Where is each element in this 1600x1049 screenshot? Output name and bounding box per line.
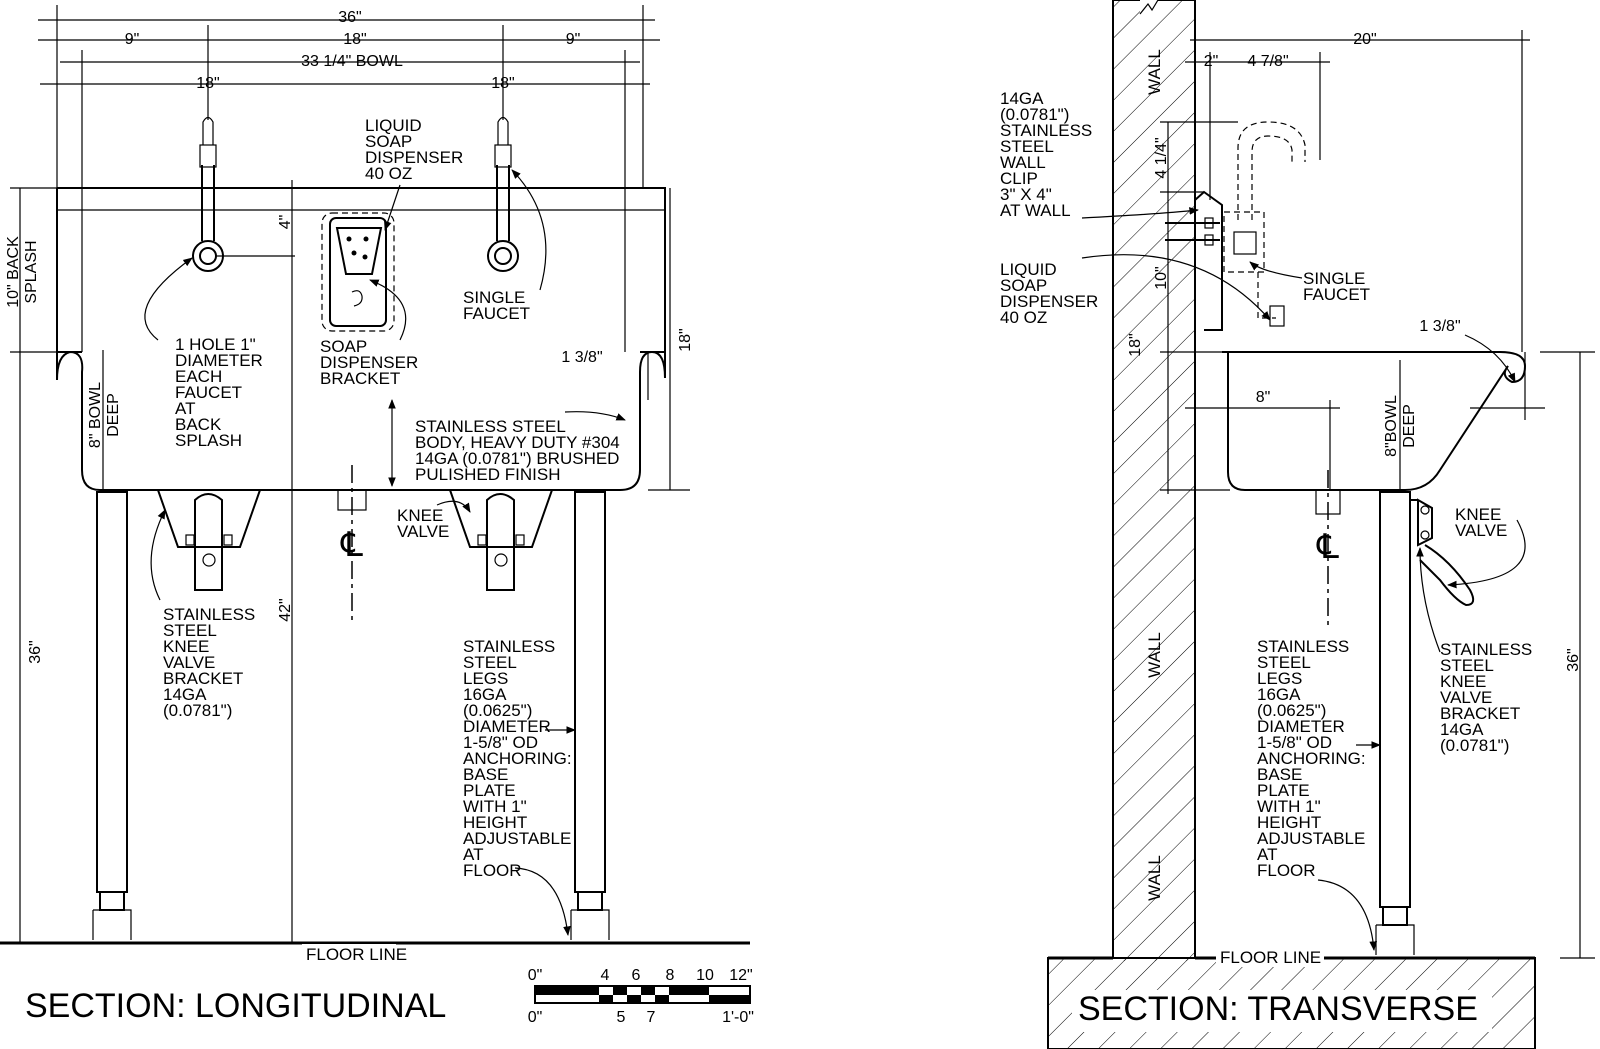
- transverse-dimension-lines: [1160, 30, 1595, 959]
- dim-18-center: 18": [343, 31, 366, 48]
- dim-back-splash: 10" BACK SPLASH: [5, 236, 40, 308]
- label-liquid-soap-trans: LIQUID SOAP DISPENSER 40 OZ: [1000, 260, 1103, 327]
- scale-top-4: 4: [601, 967, 610, 984]
- label-soap-bracket: SOAP DISPENSER BRACKET: [320, 337, 423, 388]
- leg-left: [92, 491, 132, 940]
- dim-20: 20": [1353, 31, 1376, 48]
- label-legs-trans: STAINLESS STEEL LEGS 16GA (0.0625") DIAM…: [1257, 637, 1370, 880]
- dim-18-right: 18": [677, 328, 694, 351]
- scale-bottom-5: 5: [617, 1009, 626, 1026]
- dim-9-right: 9": [566, 31, 581, 48]
- label-body: STAINLESS STEEL BODY, HEAVY DUTY #304 14…: [415, 417, 624, 484]
- dim-overall-36: 36": [338, 9, 361, 26]
- scale-bottom-1ft: 1'-0": [722, 1009, 754, 1026]
- label-knee-bracket-trans: STAINLESS STEEL KNEE VALVE BRACKET 14GA …: [1440, 640, 1537, 755]
- transverse-section: ℄: [1000, 0, 1595, 1049]
- faucet-transverse: [1223, 121, 1306, 327]
- wall-label-top: WALL: [1145, 49, 1164, 95]
- longitudinal-leaders: [144, 169, 626, 936]
- dim-1-3-8-trans: 1 3/8": [1419, 318, 1460, 335]
- svg-text:10" BACK: 10" BACK: [5, 236, 22, 308]
- svg-text:8" BOWL: 8" BOWL: [87, 382, 104, 448]
- longitudinal-dimension-lines: [10, 5, 690, 943]
- dim-10: 10": [1153, 266, 1170, 289]
- leg-right: [570, 491, 610, 940]
- title-transverse: SECTION: TRANSVERSE: [1078, 990, 1478, 1028]
- wall-anchors: [1165, 217, 1220, 246]
- dim-42: 42": [277, 598, 294, 621]
- sink-body-transverse: [1222, 351, 1527, 491]
- knee-valve-transverse: [1417, 498, 1475, 607]
- dim-faucet-right-18: 18": [491, 75, 514, 92]
- scale-top-10: 10: [696, 967, 714, 984]
- floor-line-label-bg-long: [302, 944, 396, 962]
- dim-4: 4": [277, 215, 294, 230]
- label-liquid-soap-long: LIQUID SOAP DISPENSER 40 OZ: [365, 116, 468, 183]
- label-knee-valve-trans: KNEE VALVE: [1455, 505, 1507, 540]
- label-floor-line-trans: FLOOR LINE: [1220, 948, 1321, 967]
- label-wall-clip: 14GA (0.0781") STAINLESS STEEL WALL CLIP…: [1000, 89, 1097, 220]
- title-transverse-bg: [1072, 990, 1492, 1032]
- scale-bar: 0" 4 6 8 10 12" 0" 5 7 1'-0": [528, 967, 754, 1026]
- dim-faucet-left-18: 18": [196, 75, 219, 92]
- wall-clip: [1194, 190, 1223, 331]
- wall-break: [1139, 0, 1159, 15]
- scale-bottom-0: 0": [528, 1009, 543, 1026]
- dim-4-1-4: 4 1/4": [1153, 137, 1170, 178]
- dim-4-7-8: 4 7/8": [1247, 53, 1288, 70]
- scale-top-8: 8: [666, 967, 675, 984]
- wall-label-mid: WALL: [1145, 632, 1164, 678]
- transverse-leaders: [1081, 207, 1526, 951]
- scale-top-0: 0": [528, 967, 543, 984]
- dim-8: 8": [1256, 389, 1271, 406]
- scale-top-12: 12": [729, 967, 752, 984]
- title-longitudinal: SECTION: LONGITUDINAL: [25, 987, 446, 1025]
- dim-18-transverse: 18": [1127, 333, 1144, 356]
- scale-top-6: 6: [632, 967, 641, 984]
- centerline-symbol-transverse: ℄: [1316, 528, 1339, 566]
- label-knee-bracket-long: STAINLESS STEEL KNEE VALVE BRACKET 14GA …: [163, 605, 260, 720]
- label-floor-line-long: FLOOR LINE: [306, 945, 407, 964]
- dim-1-3-8-long: 1 3/8": [561, 349, 602, 366]
- knee-valve-bracket-left: [157, 489, 261, 591]
- sink-body: [56, 187, 666, 491]
- faucet-left: [192, 116, 224, 272]
- dim-bowl-deep-trans: 8"BOWL DEEP: [1383, 395, 1418, 457]
- dim-36-long: 36": [27, 640, 44, 663]
- floor-line-label-bg-trans: [1216, 949, 1324, 967]
- dim-9-left: 9": [125, 31, 140, 48]
- label-legs-long: STAINLESS STEEL LEGS 16GA (0.0625") DIAM…: [463, 637, 576, 880]
- svg-text:8"BOWL: 8"BOWL: [1383, 395, 1400, 457]
- knee-valve-bracket-right: [449, 489, 553, 591]
- faucet-right: [487, 116, 519, 272]
- wall-label-bottom: WALL: [1145, 855, 1164, 901]
- leg-transverse: [1375, 491, 1418, 955]
- dim-bowl-deep-long: 8" BOWL DEEP: [87, 382, 122, 448]
- label-faucet-hole: 1 HOLE 1" DIAMETER EACH FAUCET AT BACK S…: [175, 335, 268, 450]
- longitudinal-section: ℄: [0, 5, 750, 1025]
- svg-text:SPLASH: SPLASH: [23, 240, 40, 303]
- scale-bottom-7: 7: [647, 1009, 656, 1026]
- centerline-symbol: ℄: [340, 526, 363, 564]
- label-single-faucet-long: SINGLE FAUCET: [463, 288, 530, 323]
- label-knee-valve-long: KNEE VALVE: [397, 506, 449, 541]
- dim-bowl: 33 1/4" BOWL: [301, 53, 403, 70]
- svg-text:DEEP: DEEP: [105, 393, 122, 437]
- label-single-faucet-trans: SINGLE FAUCET: [1303, 269, 1370, 304]
- soap-dispenser: [321, 212, 395, 332]
- dim-36-trans: 36": [1565, 648, 1582, 671]
- dim-2: 2": [1204, 53, 1219, 70]
- svg-text:DEEP: DEEP: [1401, 404, 1418, 448]
